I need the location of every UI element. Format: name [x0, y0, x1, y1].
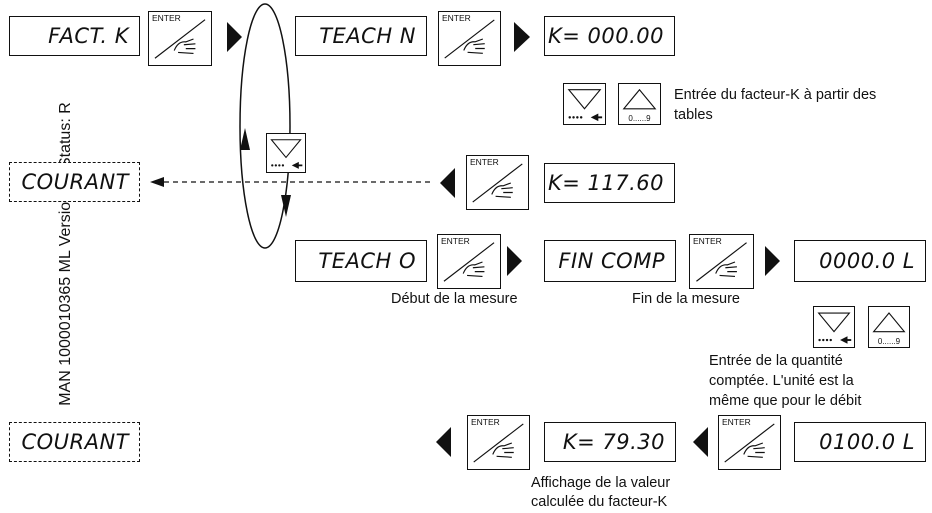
loop-up-arrowhead [240, 128, 250, 150]
up-key-range: 0......9 [628, 114, 651, 123]
display-vol-100: 0100.0 L [794, 422, 926, 462]
display-vol-zero: 0000.0 L [794, 240, 926, 282]
down-key-loop[interactable] [266, 133, 306, 173]
up-key-2[interactable]: 0......9 [868, 306, 910, 348]
caption-quantity-1: Entrée de la quantité [709, 353, 843, 369]
down-arrow-key-icon [817, 312, 852, 344]
up-arrow-key-icon [622, 88, 657, 110]
enter-key-1[interactable]: ENTER [148, 11, 212, 66]
caption-quantity-3: même que pour le débit [709, 393, 862, 409]
enter-key-label: ENTER [470, 157, 499, 167]
enter-key-hand-icon [696, 242, 747, 282]
enter-key-label: ENTER [471, 417, 500, 427]
up-key-1[interactable]: 0......9 [618, 83, 661, 125]
arrow-right-2 [514, 22, 530, 52]
enter-key-5[interactable]: ENTER [689, 234, 754, 289]
enter-key-hand-icon [154, 19, 206, 59]
display-teach-o: TEACH O [295, 240, 427, 282]
down-arrow-key-icon [567, 89, 603, 122]
arrow-right-4 [507, 246, 522, 276]
caption-k-from-tables-2: tables [674, 107, 713, 123]
enter-key-hand-icon [724, 423, 775, 463]
loop-ellipse [239, 3, 291, 249]
display-k-117: K= 117.60 [544, 163, 675, 203]
enter-key-3[interactable]: ENTER [466, 155, 529, 210]
enter-key-4[interactable]: ENTER [437, 234, 501, 289]
display-fact-k: FACT. K [9, 16, 140, 56]
display-k-79: K= 79.30 [544, 422, 676, 462]
display-fin-comp: FIN COMP [544, 240, 676, 282]
display-teach-n: TEACH N [295, 16, 427, 56]
document-reference-text: MAN 1000010365 ML Version: D Status: R [57, 102, 74, 406]
enter-key-hand-icon [472, 163, 523, 203]
caption-fin-mesure: Fin de la mesure [632, 291, 740, 307]
display-courant-1: COURANT [9, 162, 140, 202]
arrow-left-3 [440, 168, 455, 198]
down-key-2[interactable] [813, 306, 855, 348]
caption-result-1: Affichage de la valeur [531, 475, 671, 491]
caption-k-from-tables-1: Entrée du facteur-K à partir des [674, 87, 877, 103]
arrow-right-1 [227, 22, 242, 52]
caption-quantity-2: comptée. L'unité est la [709, 373, 854, 389]
loop-down-arrowhead [281, 195, 291, 217]
dashed-arrowhead [150, 177, 164, 187]
enter-key-label: ENTER [722, 417, 751, 427]
arrow-right-5 [765, 246, 780, 276]
enter-key-hand-icon [443, 242, 495, 282]
caption-debut-mesure: Début de la mesure [391, 291, 518, 307]
enter-key-label: ENTER [152, 13, 181, 23]
up-key-range: 0......9 [877, 337, 901, 346]
down-arrow-key-icon [270, 139, 303, 169]
enter-key-label: ENTER [442, 13, 471, 23]
enter-key-2[interactable]: ENTER [438, 11, 501, 66]
enter-key-label: ENTER [693, 236, 722, 246]
enter-key-label: ENTER [441, 236, 470, 246]
arrow-left-7 [693, 427, 708, 457]
arrow-left-6 [436, 427, 451, 457]
enter-key-hand-icon [444, 19, 495, 59]
enter-key-6[interactable]: ENTER [467, 415, 530, 470]
display-k-zero: K= 000.00 [544, 16, 675, 56]
down-key-1[interactable] [563, 83, 606, 125]
enter-key-7[interactable]: ENTER [718, 415, 781, 470]
caption-result-2: calculée du facteur-K [531, 494, 668, 510]
display-courant-2: COURANT [9, 422, 140, 462]
up-arrow-key-icon [872, 312, 906, 333]
enter-key-hand-icon [473, 423, 524, 463]
